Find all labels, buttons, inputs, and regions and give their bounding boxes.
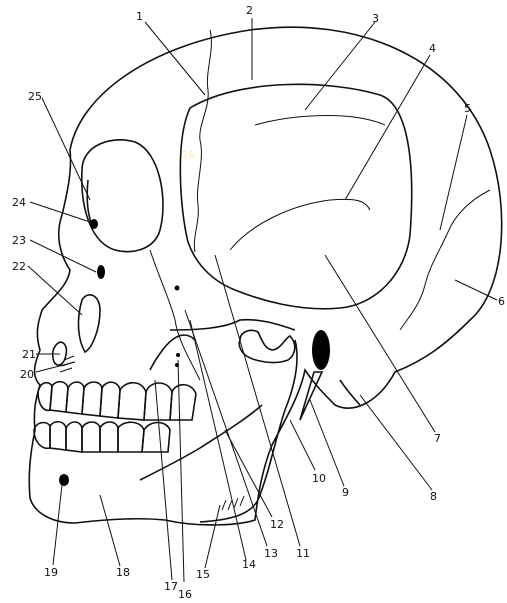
label-5: 5 [464, 102, 471, 115]
label-12: 12 [270, 518, 284, 531]
maxilla-foramen-upper [176, 353, 180, 357]
label-17: 17 [164, 580, 178, 593]
label-4: 4 [429, 42, 436, 55]
label-25: 25 [28, 90, 42, 103]
maxilla-contour [150, 335, 195, 370]
label-22: 22 [12, 260, 26, 273]
label-8: 8 [430, 490, 437, 503]
temporal-fossa [180, 84, 411, 308]
superior-temporal-line [255, 116, 385, 125]
label-2: 2 [246, 4, 253, 17]
label-15: 15 [196, 568, 210, 581]
label-6: 6 [498, 295, 505, 308]
label-23: 23 [12, 234, 26, 247]
lacrimal-foramen [90, 219, 98, 229]
external-acoustic-meatus [312, 330, 330, 370]
lower-teeth [34, 422, 170, 452]
infraorbital-foramen [97, 265, 105, 279]
zygomaticofacial-foramen [175, 286, 180, 291]
mandible-ramus [200, 340, 297, 522]
lambdoid-suture [400, 190, 490, 330]
label-7: 7 [434, 432, 441, 445]
label-13: 13 [264, 547, 278, 560]
label-11: 11 [296, 547, 310, 560]
mental-foramen [59, 474, 69, 486]
label-19: 19 [44, 566, 58, 579]
mandibular-notch [239, 330, 295, 362]
label-21: 21 [22, 348, 36, 361]
label-24: 24 [12, 196, 26, 209]
nasal-aperture [78, 295, 100, 352]
label-9: 9 [342, 486, 349, 499]
orbit [82, 140, 163, 252]
label-20: 20 [20, 368, 34, 381]
label-3: 3 [372, 12, 379, 25]
coronal-suture [194, 30, 211, 252]
label-18: 18 [116, 566, 130, 579]
label-26: 26 [182, 150, 195, 161]
mastoid-process [340, 380, 360, 405]
squamous-suture [230, 199, 370, 250]
upper-teeth [38, 382, 196, 420]
label-10: 10 [312, 472, 326, 485]
zygomaticofacial-line [150, 250, 200, 380]
label-16: 16 [178, 588, 192, 601]
label-14: 14 [242, 558, 256, 571]
label-1: 1 [136, 10, 143, 23]
